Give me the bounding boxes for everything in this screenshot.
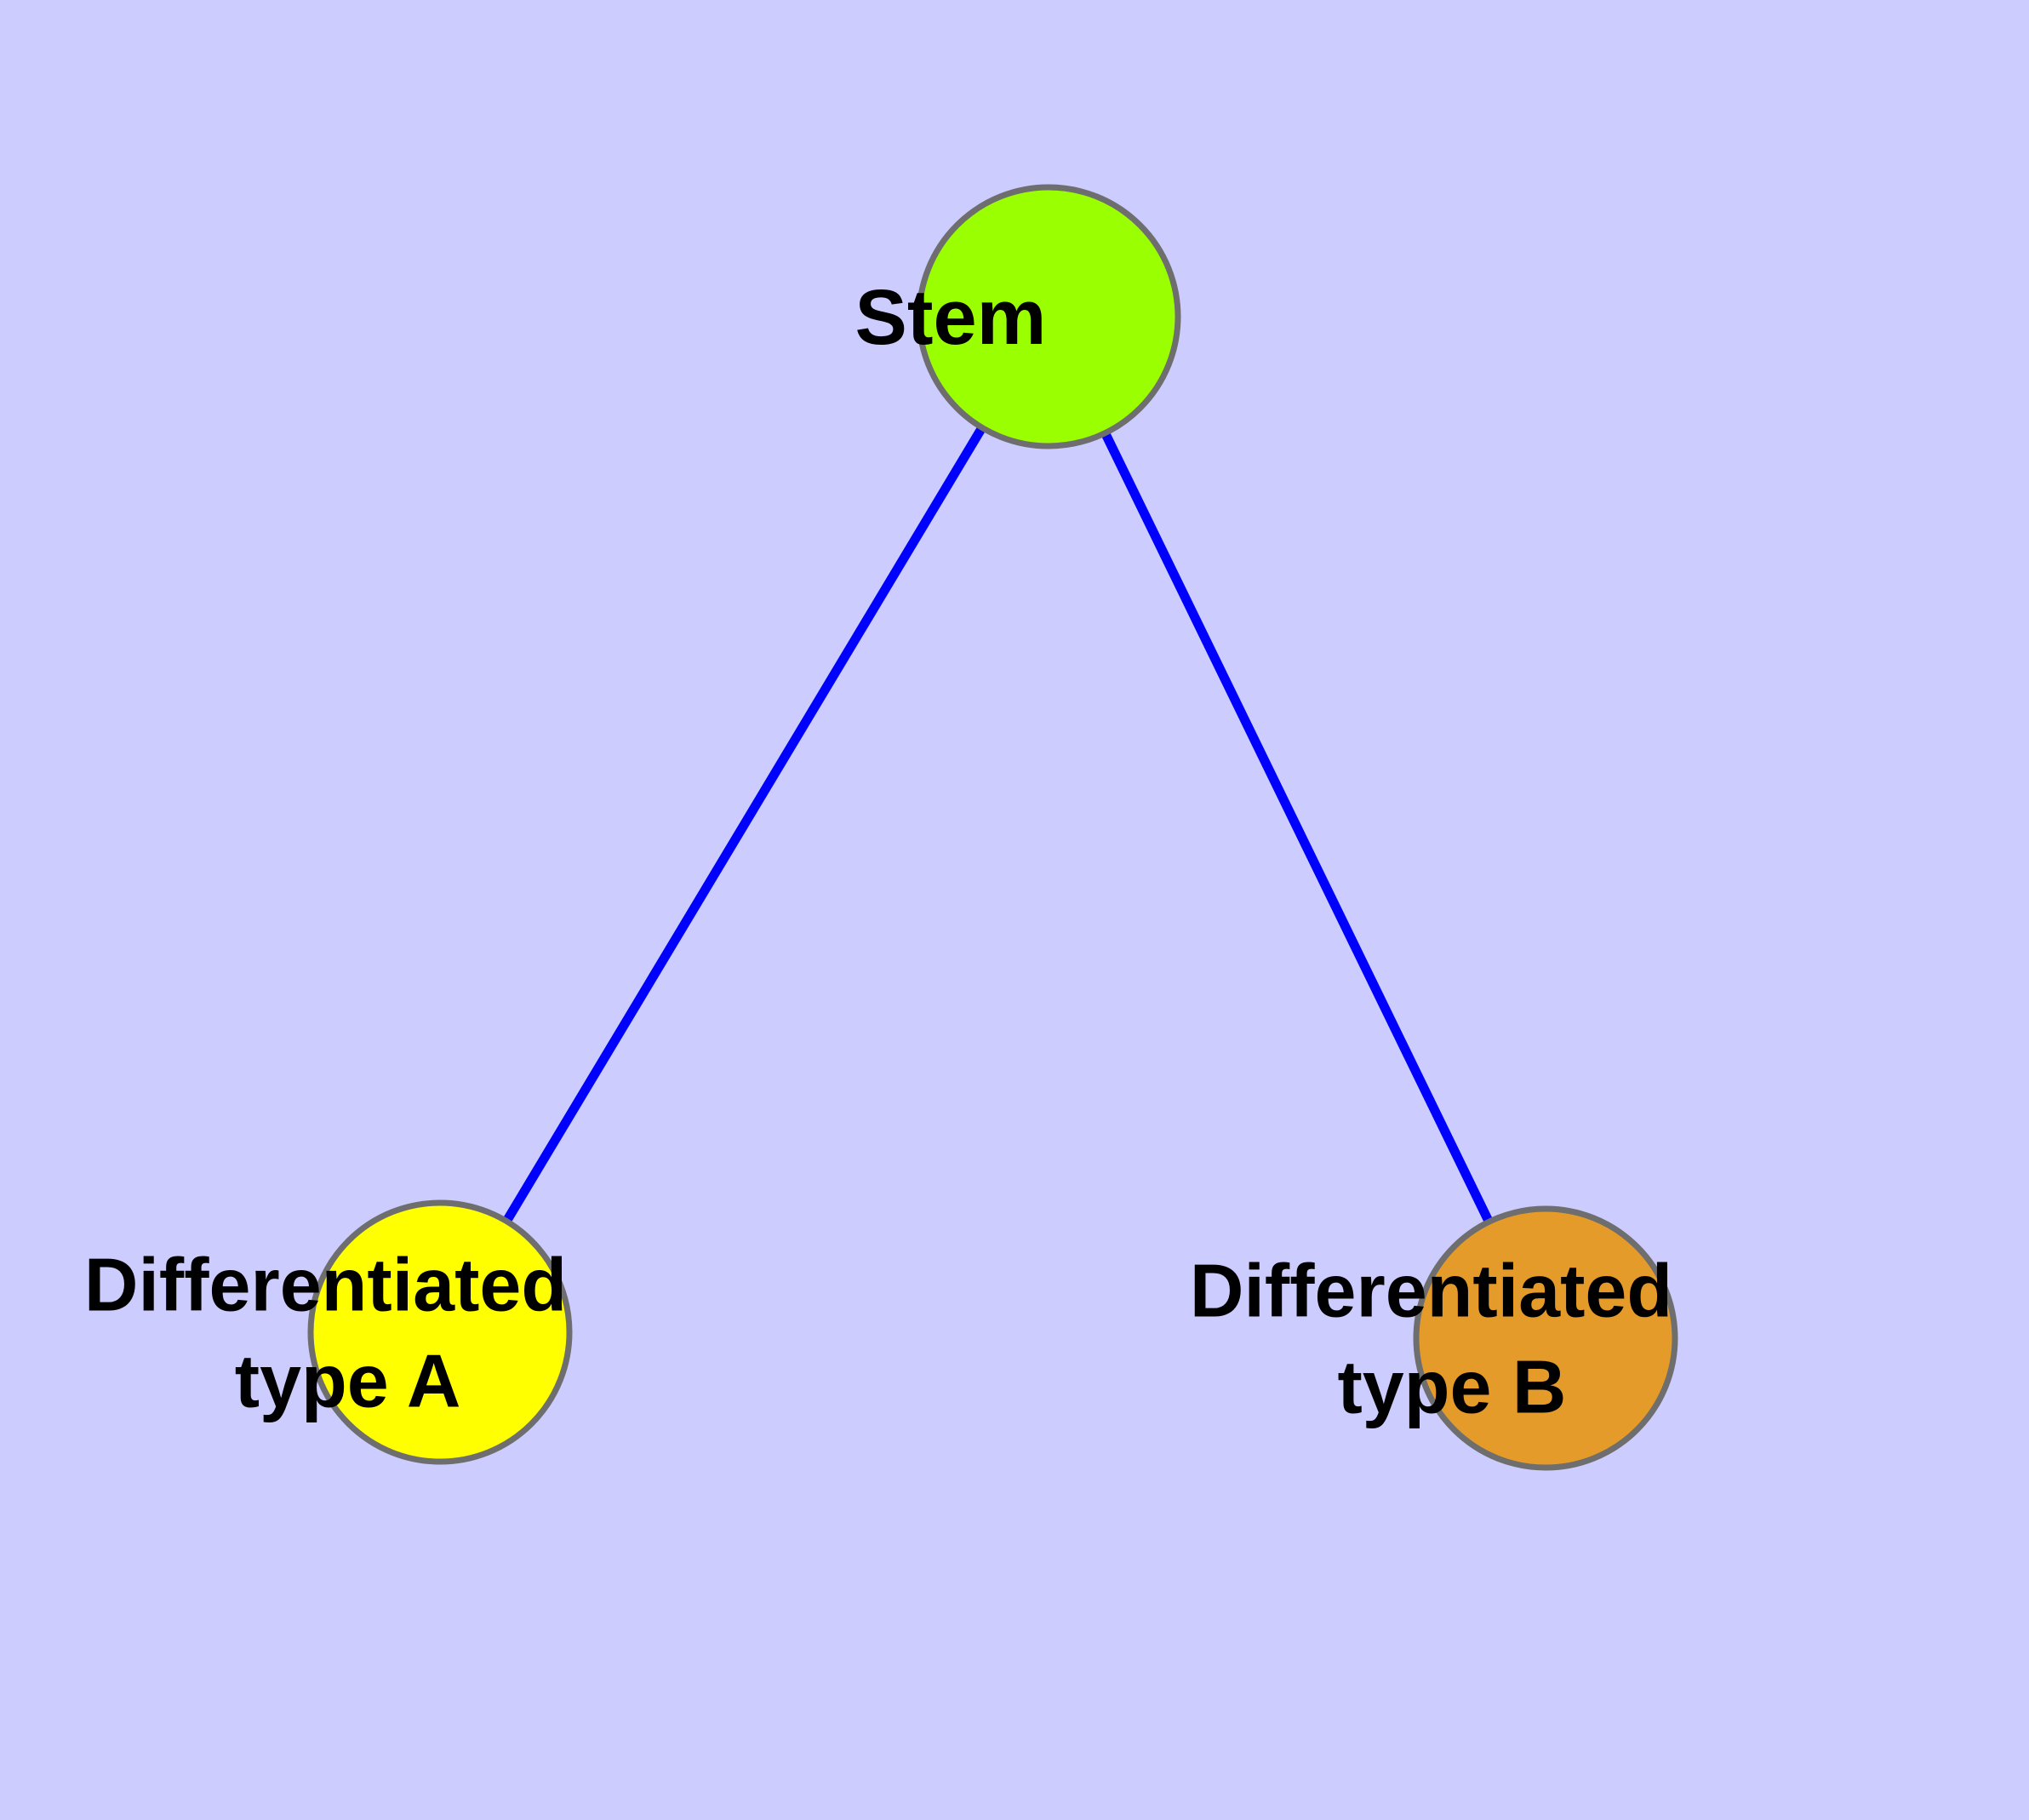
node-differentiated-type-b-label-line1: Differentiated [1190, 1248, 1672, 1332]
edges-layer [436, 314, 1550, 1341]
node-stem-circle[interactable] [916, 184, 1181, 449]
node-differentiated-type-b[interactable]: Differentiated type B [0, 0, 1901, 1471]
node-differentiated-type-a[interactable]: Differentiated type A [0, 0, 796, 1465]
node-stem[interactable]: Stem [0, 0, 1243, 449]
node-differentiated-type-a-label-line2: type A [235, 1338, 460, 1422]
node-stem-label-line1: Stem [854, 274, 1046, 361]
node-differentiated-type-a-circle[interactable] [307, 1199, 573, 1465]
node-differentiated-type-a-label: Differentiated type A [0, 0, 796, 1422]
node-differentiated-type-a-label-line1: Differentiated [84, 1242, 567, 1326]
node-differentiated-type-b-circle[interactable] [1413, 1205, 1678, 1471]
node-differentiated-type-b-label: Differentiated type B [1190, 1248, 1672, 1428]
nodes-layer: Stem Differentiated type A Differentiate… [0, 0, 1901, 1471]
edge-stem-to-differentiated-type-a [436, 314, 1053, 1335]
node-stem-label: Stem [0, 0, 1243, 361]
edge-stem-to-differentiated-type-b [1044, 314, 1550, 1341]
node-differentiated-type-b-label-line2: type B [1338, 1344, 1567, 1428]
